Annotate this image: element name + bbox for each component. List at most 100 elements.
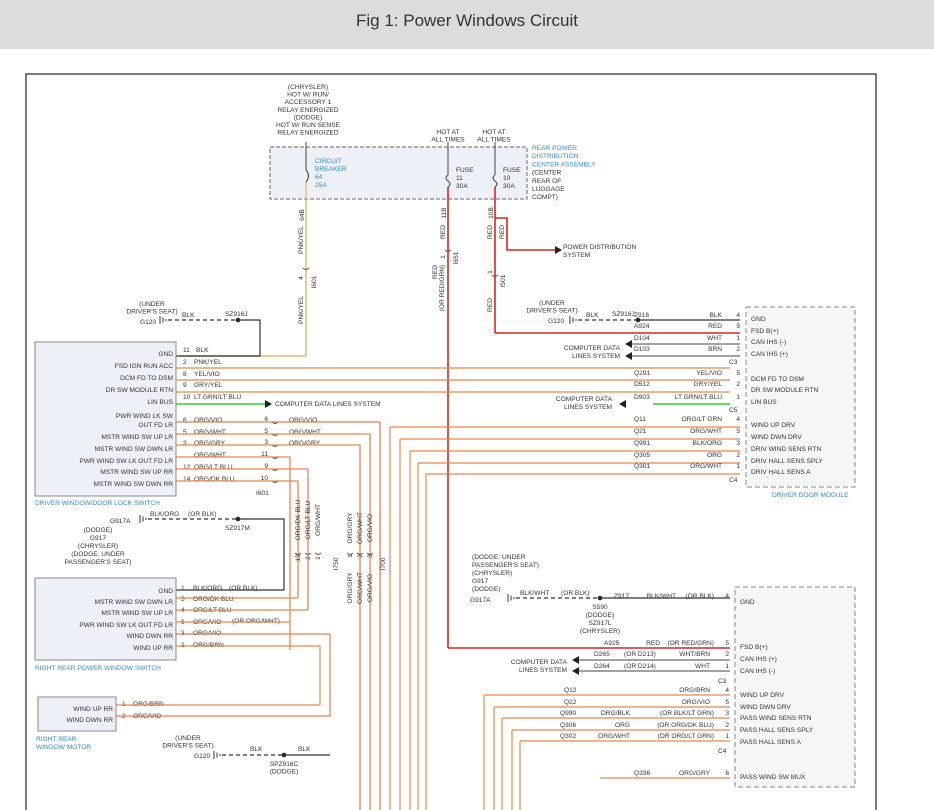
wire-label: ORG/BLK bbox=[601, 710, 631, 717]
pin-label: 2 bbox=[736, 346, 740, 353]
ground-note: (DODGE) bbox=[84, 527, 113, 534]
circuit-breaker-icon bbox=[305, 169, 310, 183]
pin-label: 1 bbox=[315, 556, 322, 560]
fuse10-label: 10 bbox=[503, 175, 511, 182]
splice-label: SZ916J bbox=[612, 311, 635, 318]
rpdc-name: DISTRIBUTION bbox=[532, 153, 579, 160]
ground-note: (DODGE: UNDER bbox=[71, 551, 125, 558]
wire-label: ORG/VIO bbox=[682, 699, 710, 706]
relay-label: RELAY ENERGIZED bbox=[277, 130, 339, 137]
fuse11-hot-label: ALL TIMES bbox=[431, 137, 465, 144]
wire-label: ORG/DK BLU bbox=[193, 596, 234, 603]
circuit-label: Q302 bbox=[560, 733, 576, 740]
ground-note: (DODGE) bbox=[472, 586, 501, 593]
wire-label: ORG/VIO bbox=[289, 417, 317, 424]
wire-label: ORG/GRY bbox=[289, 440, 321, 447]
switch-pin-label: WIND DWN RR bbox=[126, 633, 173, 640]
page-frame bbox=[25, 73, 877, 810]
wire-label: ORG/WHT bbox=[357, 572, 364, 604]
wire-label: BLK/ORG bbox=[150, 511, 179, 518]
module-pin-label: DRIV HALL SENS A bbox=[751, 469, 811, 476]
fuse10-label: FUSE bbox=[503, 167, 521, 174]
pin-label: 13 bbox=[295, 554, 302, 562]
ground-location: DRIVER'S SEAT) bbox=[162, 743, 213, 750]
lin-bus-target: COMPUTER DATA LINES SYSTEM bbox=[275, 401, 381, 408]
switch-pin-label: DR SW MODULE RTN bbox=[106, 387, 174, 394]
pin-label: 1 bbox=[736, 335, 740, 342]
ground-g120-right-icon bbox=[569, 316, 577, 324]
fuse11-hot-label: HOT AT bbox=[436, 129, 459, 136]
module-pin-label: WIND UP DRV bbox=[740, 692, 785, 699]
splice-label: SZ917L bbox=[588, 620, 611, 627]
pin-label: 3 bbox=[725, 710, 729, 717]
wire-label: BLK bbox=[298, 746, 311, 753]
wire-label: BLK bbox=[196, 347, 209, 354]
ground-location: DRIVER'S SEAT) bbox=[126, 309, 177, 316]
rr-window-motor-box bbox=[37, 696, 117, 732]
circuit-label: D264 bbox=[594, 663, 610, 670]
module-pin-label: DR SW MODULE RTN bbox=[751, 387, 819, 394]
switch-pin-label: FSD IGN RUN ACC bbox=[115, 363, 173, 370]
module-pin-label: WIND DWN DRV bbox=[740, 704, 791, 711]
wire-label: RED bbox=[708, 323, 722, 330]
switch-pin-label: WIND UP RR bbox=[133, 645, 173, 652]
module-pin-label: WIND UP DRV bbox=[751, 422, 796, 429]
circuit-label: Z916 bbox=[634, 312, 649, 319]
wire-label: BLK/ORG bbox=[693, 440, 722, 447]
circuit-label: D103 bbox=[634, 346, 650, 353]
switch-pin-label: GND bbox=[158, 351, 173, 358]
wire-label: BLK bbox=[250, 746, 263, 753]
connector-label: I501 bbox=[500, 274, 507, 287]
switch-pin-label: MSTR WIND SW DWN LR bbox=[95, 599, 174, 606]
pin-label: 1 bbox=[725, 733, 729, 740]
passenger-door-module-box bbox=[734, 586, 856, 788]
wire-label: ORG/GRY bbox=[679, 770, 711, 777]
wire-label: ORG/WHT bbox=[289, 429, 321, 436]
pin-10b: 10B bbox=[488, 207, 495, 219]
connector-i651-icon bbox=[444, 249, 452, 252]
cdl-label: LINES SYSTEM bbox=[519, 667, 567, 674]
wire-label: BLK bbox=[182, 312, 195, 319]
pin-label: 3 bbox=[367, 554, 374, 558]
pin-label: 5 bbox=[736, 323, 740, 330]
wire-label: ORG/GRY bbox=[347, 572, 354, 604]
circuit-label: Q21 bbox=[634, 428, 647, 435]
wire-label: (OR BLK/LT GRN) bbox=[660, 710, 714, 717]
pin-label: 2 bbox=[725, 651, 729, 658]
wire-label: ORG/VIO bbox=[367, 514, 374, 542]
pin-label: 4 bbox=[736, 312, 740, 319]
module-pin-label: GND bbox=[740, 599, 755, 606]
module-pin-label: FSD B(+) bbox=[740, 644, 768, 651]
switch-pin-label: OUT FD LR bbox=[138, 422, 173, 429]
circuit-label: Q991 bbox=[634, 440, 650, 447]
relay-label: (DODGE) bbox=[294, 114, 323, 121]
wire-label: (OR BLK) bbox=[188, 511, 217, 518]
wire-label: BLK/WHT bbox=[647, 593, 676, 600]
arrow-can-pdm-icon bbox=[572, 667, 579, 675]
wire-label: RED bbox=[487, 225, 494, 239]
ground-note: G917 bbox=[472, 578, 488, 585]
switch-pin-label: PWR WIND SW LK OUT FD LR bbox=[79, 622, 173, 629]
wire-label: GRY/YEL bbox=[694, 381, 723, 388]
wire-label: ORG/GRY bbox=[194, 440, 226, 447]
circuit-label: D104 bbox=[634, 335, 650, 342]
pin-label: 14 bbox=[183, 476, 191, 483]
wire-label: ORG/WHT bbox=[690, 463, 722, 470]
wire-label: (OR BLK) bbox=[685, 593, 714, 600]
circuit-label: D265 bbox=[594, 651, 610, 658]
wire-label: PNK/YEL bbox=[298, 226, 305, 254]
pin-64b: 64B bbox=[299, 209, 306, 221]
pin-label: 12 bbox=[183, 464, 191, 471]
wire-red-power-dist bbox=[495, 217, 556, 251]
fuse11-label: 30A bbox=[456, 183, 468, 190]
breaker-label: 64 bbox=[315, 174, 323, 181]
module-pin-label: DRIV WIND SENS RTN bbox=[751, 446, 821, 453]
pin-label: 9 bbox=[264, 463, 268, 470]
connector-i501-icon bbox=[491, 274, 499, 277]
pin-label: 3 bbox=[736, 440, 740, 447]
wire-label: BLK/ORG bbox=[193, 585, 222, 592]
module-pin-label: CAN IHS (-) bbox=[740, 668, 775, 675]
pin-label: 5 bbox=[736, 370, 740, 377]
module-pin-label: PASS WIND SENS RTN bbox=[740, 715, 812, 722]
pin-label: 11 bbox=[261, 451, 268, 458]
